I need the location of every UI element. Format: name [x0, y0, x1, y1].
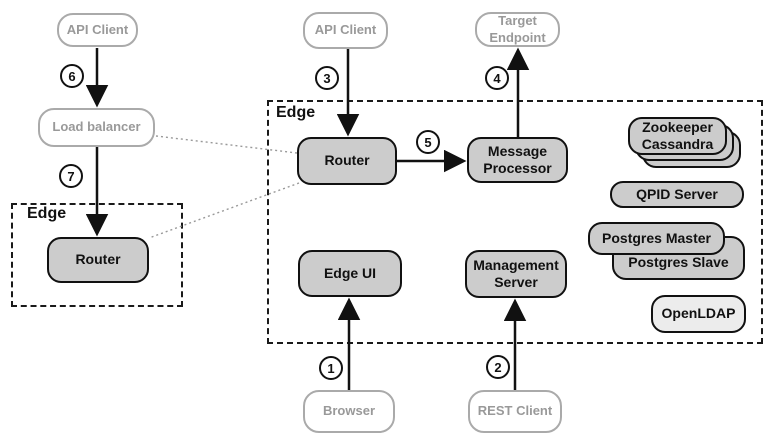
node-router-main-label: Router: [324, 152, 370, 169]
step-badge-5: 5: [416, 130, 440, 154]
step-badge-3-number: 3: [323, 70, 331, 86]
node-postgres-master: Postgres Master: [588, 222, 725, 255]
node-openldap-label: OpenLDAP: [661, 305, 736, 322]
node-router-main: Router: [297, 137, 397, 185]
step-badge-4-number: 4: [493, 70, 501, 86]
node-api-client-mid-label: API Client: [314, 22, 377, 38]
node-zookeeper-label: Zookeeper: [642, 118, 713, 135]
node-router-left-label: Router: [75, 251, 121, 268]
step-badge-2-number: 2: [494, 359, 502, 375]
node-load-balancer: Load balancer: [38, 108, 155, 147]
node-qpid-server: QPID Server: [610, 181, 744, 208]
node-target-endpoint-line2: Endpoint: [489, 29, 546, 45]
node-message-processor-line1: Message: [487, 142, 548, 159]
step-badge-6: 6: [60, 64, 84, 88]
node-rest-client-label: REST Client: [477, 403, 553, 419]
node-api-client-left: API Client: [57, 13, 138, 47]
node-zookeeper-cassandra: Zookeeper Cassandra: [628, 117, 727, 155]
edge-main-group-label: Edge: [276, 104, 316, 121]
step-badge-7: 7: [59, 164, 83, 188]
node-message-processor-line2: Processor: [483, 160, 552, 176]
node-target-endpoint-line1: Target: [498, 12, 537, 28]
node-postgres-master-label: Postgres Master: [602, 229, 711, 246]
step-badge-3: 3: [315, 66, 339, 90]
node-edge-ui: Edge UI: [298, 250, 402, 297]
node-browser-label: Browser: [322, 403, 376, 419]
node-management-server-line2: Server: [494, 274, 538, 290]
node-load-balancer-label: Load balancer: [52, 119, 141, 135]
step-badge-1-number: 1: [327, 360, 335, 376]
dotted-link-loadbalancer-router: [155, 135, 298, 154]
node-postgres-slave-label: Postgres Slave: [628, 253, 729, 270]
node-cassandra-label: Cassandra: [641, 136, 714, 152]
edge-left-group-label: Edge: [27, 205, 67, 222]
step-badge-7-number: 7: [67, 168, 75, 184]
step-badge-1: 1: [319, 356, 343, 380]
node-target-endpoint: Target Endpoint: [475, 12, 560, 47]
step-badge-2: 2: [486, 355, 510, 379]
step-badge-6-number: 6: [68, 68, 76, 84]
node-message-processor: Message Processor: [467, 137, 568, 183]
node-router-left: Router: [47, 237, 149, 283]
node-qpid-server-label: QPID Server: [636, 185, 718, 202]
dotted-link-router-router: [148, 182, 300, 239]
step-badge-4: 4: [485, 66, 509, 90]
node-rest-client: REST Client: [468, 390, 562, 433]
node-api-client-left-label: API Client: [66, 21, 129, 37]
node-api-client-mid: API Client: [303, 12, 388, 49]
step-badge-5-number: 5: [424, 134, 432, 150]
node-browser: Browser: [303, 390, 395, 433]
node-edge-ui-label: Edge UI: [323, 264, 377, 281]
node-management-server-line1: Management: [473, 256, 559, 273]
node-management-server: Management Server: [465, 250, 567, 298]
node-openldap: OpenLDAP: [651, 295, 746, 333]
